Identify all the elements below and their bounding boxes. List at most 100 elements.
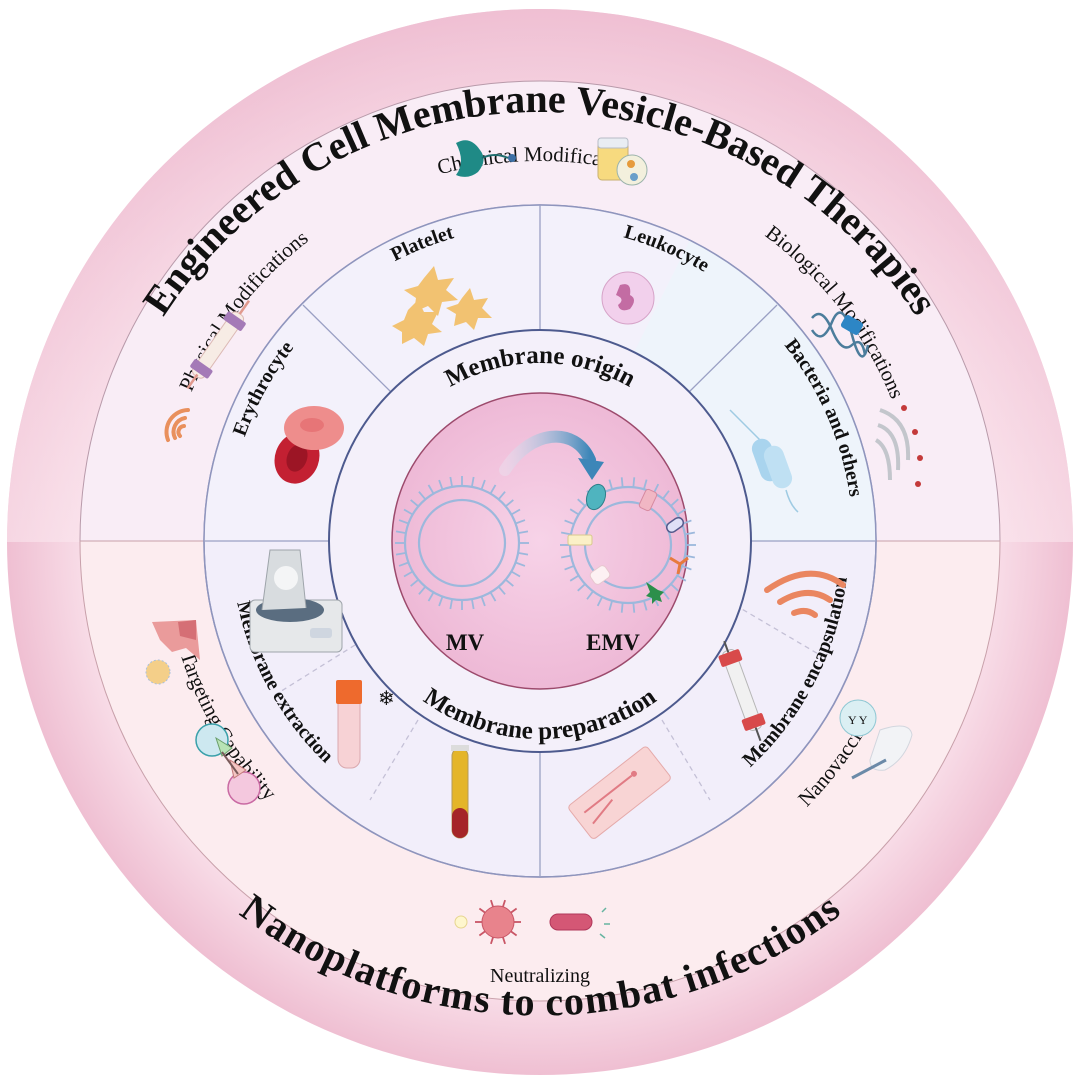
frozen-tube-icon: ❄ (336, 680, 395, 769)
vesicle-spike (510, 907, 518, 914)
transform-arrow (499, 430, 596, 476)
vesicle-spike (560, 531, 572, 536)
vesicle-spike (643, 479, 648, 490)
vesicle-spike (684, 531, 696, 536)
vesicle-spike (681, 565, 692, 571)
vesicle-spike (596, 596, 603, 607)
vesicle-spike (410, 578, 419, 587)
sector-divider (302, 304, 393, 394)
svg-text:Y Y: Y Y (848, 713, 868, 727)
vesicle-spike (480, 479, 486, 490)
vesicle-spike (505, 578, 514, 587)
vesicle-spike (489, 591, 497, 602)
vesicle-spike (632, 477, 636, 488)
mv-spikes (395, 476, 529, 610)
vesicle-spike (620, 602, 624, 613)
binding-arrows-icon (195, 723, 261, 805)
vesicle-spike (480, 596, 486, 607)
title-band-top (7, 9, 1073, 542)
vesicle-spike (608, 479, 613, 490)
vesicle-spike (577, 498, 586, 507)
vesicle-spike (449, 476, 453, 488)
vesicle-spike (418, 491, 427, 500)
vesicle-spike (471, 476, 475, 488)
ultrasound-wave-icon (764, 570, 846, 618)
receptor-ligand-icon (456, 140, 516, 177)
snowflake-icon: ❄ (378, 688, 395, 710)
vesicle-spike (662, 590, 670, 600)
vesicle-spike (569, 574, 580, 582)
red-blood-cell-icon (274, 406, 344, 484)
vesicle-spike (564, 565, 575, 571)
vesicle-spike (670, 583, 679, 592)
platelet-icon (392, 266, 492, 346)
neutralizing-label: Neutralizing (490, 965, 590, 987)
vesicle-spike (517, 530, 529, 534)
leukocyte-icon (601, 271, 655, 325)
vesicle-spike (471, 598, 475, 610)
vesicle-spike (398, 561, 409, 567)
vesicle-spike (676, 508, 687, 516)
vesicle-spike (662, 490, 670, 500)
vesicle-spike (502, 899, 506, 908)
emv-label: EMV (586, 630, 640, 655)
vesicle-spike (515, 561, 526, 567)
vesicle-spike (676, 574, 687, 582)
vesicle-spike (489, 484, 497, 495)
vesicle-spike (510, 508, 521, 516)
vesicle-spike (478, 907, 486, 914)
microfluidic-chip-icon (568, 746, 671, 839)
vesicle-spike (643, 600, 648, 611)
dna-edit-icon (810, 311, 870, 358)
vesicle-spike (438, 479, 444, 490)
vesicle-spike (684, 554, 696, 559)
vesicle-spike (502, 936, 506, 945)
vesicle-spike (670, 498, 679, 507)
vesicle-spike (478, 930, 486, 937)
arrow-head (578, 458, 604, 480)
vesicle-spike (515, 519, 526, 525)
vesicle-spike (449, 598, 453, 610)
vesicle-spike (505, 499, 514, 508)
bacteria-icon (729, 409, 799, 513)
vesicle-spike (427, 484, 435, 495)
vesicle-spike (490, 899, 494, 908)
vesicle-spike (586, 590, 594, 600)
vesicle-spike (510, 930, 518, 937)
virus-icon (454, 899, 521, 945)
sector-divider (687, 304, 778, 394)
extruder-icon (186, 300, 250, 390)
vesicle-spike (490, 936, 494, 945)
vesicle-spike (517, 552, 529, 556)
dashed-connectors (274, 604, 821, 801)
vesicle-spike (497, 491, 506, 500)
core-circle (391, 392, 689, 690)
extruder-icon (718, 640, 766, 742)
vesicle-spike (410, 499, 419, 508)
vesicle-spike (398, 519, 409, 525)
tissue-targeting-icon (145, 620, 200, 685)
vesicle-spike (560, 554, 572, 559)
beaker-nanoparticle-icon (597, 137, 648, 186)
vesicle-spike (497, 586, 506, 595)
vesicle-spike (510, 570, 521, 578)
vesicle-spike (395, 530, 407, 534)
vesicle-spike (418, 586, 427, 595)
vesicle-spike (577, 583, 586, 592)
centrifuge-icon (249, 549, 343, 653)
blood-tube-icon (451, 745, 469, 839)
mv-label: MV (446, 630, 485, 655)
emv-vesicle-icon (560, 477, 696, 613)
vesicle-spike (427, 591, 435, 602)
vesicle-spike (403, 570, 414, 578)
vesicle-spike (403, 508, 414, 516)
vesicle-spike (564, 519, 575, 525)
ultrasound-wave-icon (164, 408, 190, 442)
golgi-icon (874, 405, 923, 487)
vesicle-spike (608, 600, 613, 611)
bacterium-rod-icon (549, 907, 610, 939)
vesicle-spike (620, 477, 624, 488)
vesicle-spike (569, 508, 580, 516)
vaccine-injection-icon: Y Y (839, 699, 913, 780)
